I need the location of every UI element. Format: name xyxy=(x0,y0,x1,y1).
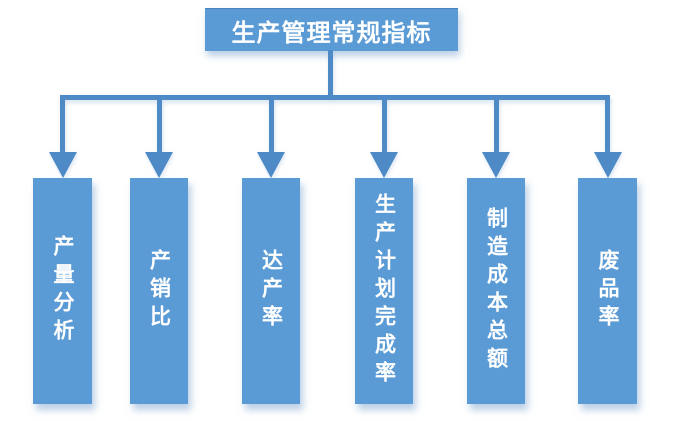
leaf-node-label: 制造成本总额 xyxy=(484,207,509,375)
leaf-node-label: 产销比 xyxy=(147,249,172,333)
connector-horizontal-bar xyxy=(60,95,610,100)
connector-drop-3 xyxy=(269,97,274,153)
leaf-node-label: 废品率 xyxy=(596,249,620,333)
leaf-node-label: 产量分析 xyxy=(51,235,75,347)
arrow-down-icon xyxy=(370,152,398,178)
leaf-node-scrap-rate: 废品率 xyxy=(578,178,637,404)
root-node-label: 生产管理常规指标 xyxy=(231,18,432,47)
arrow-down-icon xyxy=(49,152,77,178)
leaf-node-label: 达产率 xyxy=(259,249,284,333)
leaf-node-plan-completion-rate: 生产计划完成率 xyxy=(355,178,413,404)
connector-trunk xyxy=(328,50,333,97)
connector-drop-2 xyxy=(157,97,162,153)
connector-drop-5 xyxy=(494,97,499,153)
arrow-down-icon xyxy=(257,152,285,178)
connector-drop-4 xyxy=(382,97,387,153)
leaf-node-output-analysis: 产量分析 xyxy=(33,178,92,404)
leaf-node-label: 生产计划完成率 xyxy=(372,193,397,389)
leaf-node-capacity-attainment-rate: 达产率 xyxy=(242,178,300,404)
root-node: 生产管理常规指标 xyxy=(205,8,458,51)
leaf-node-total-manufacturing-cost: 制造成本总额 xyxy=(467,178,525,404)
leaf-node-production-sales-ratio: 产销比 xyxy=(130,178,188,404)
arrow-down-icon xyxy=(482,152,510,178)
connector-drop-1 xyxy=(60,97,65,153)
arrow-down-icon xyxy=(145,152,173,178)
arrow-down-icon xyxy=(594,152,622,178)
connector-drop-6 xyxy=(605,97,610,153)
